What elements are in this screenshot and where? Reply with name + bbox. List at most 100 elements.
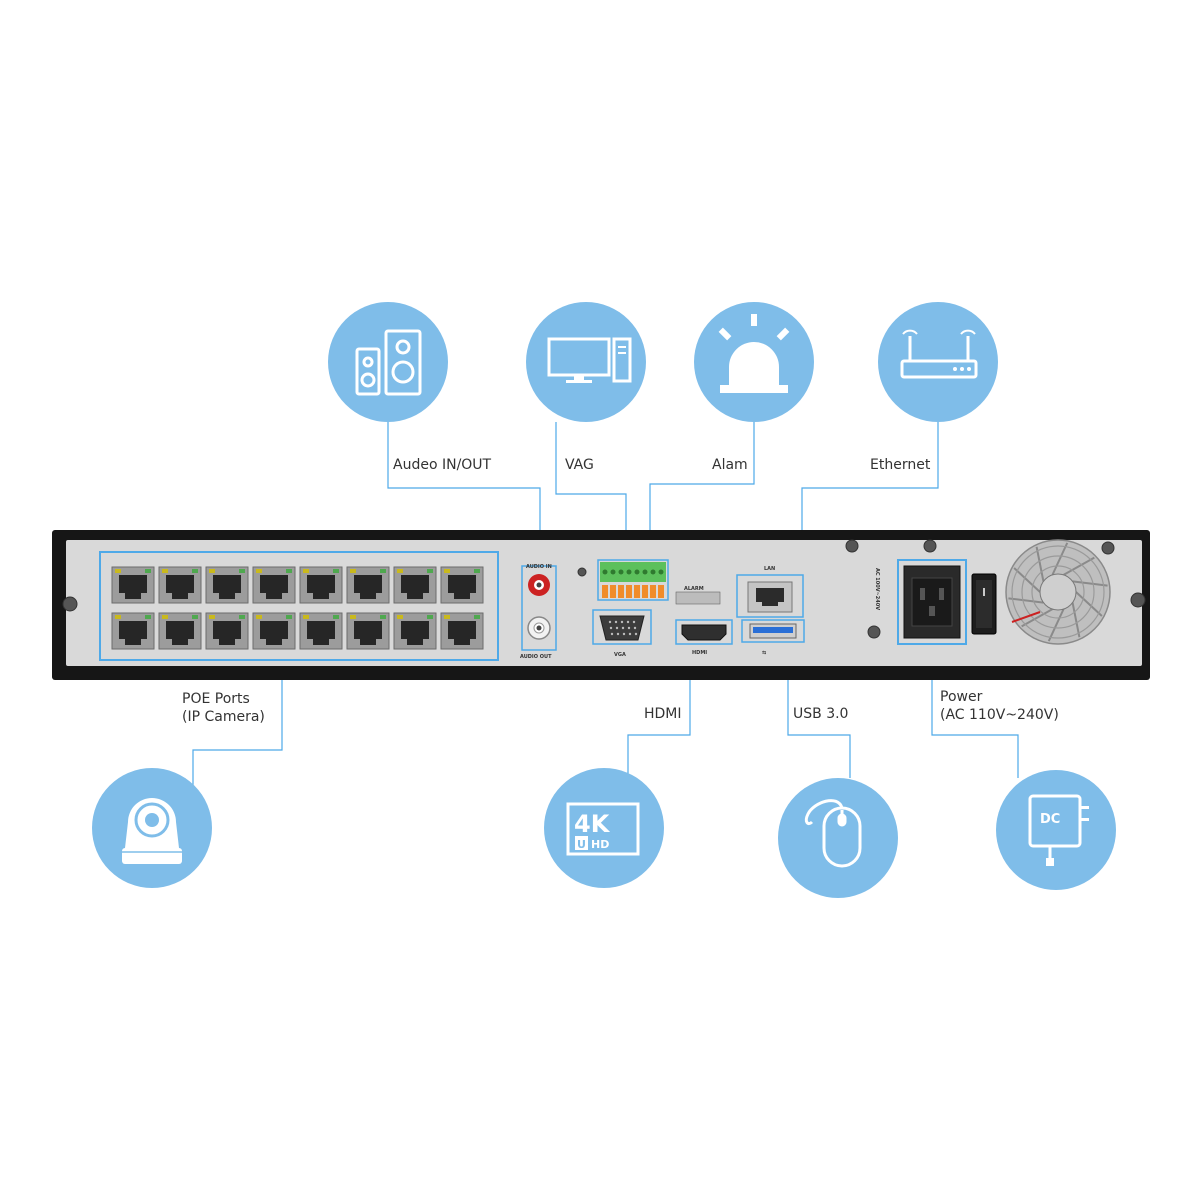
usb-symbol: ⇆ [762, 650, 766, 656]
line-power [931, 645, 1019, 778]
usb-circle [778, 778, 898, 898]
alarm-screw [610, 569, 616, 575]
dc-adapter-icon: DC [1028, 794, 1089, 866]
vga-screw-left [577, 567, 587, 577]
alarm-pin [602, 585, 608, 598]
fan-grille-bar [1075, 591, 1103, 617]
screw-top [845, 539, 859, 553]
alarm-screw [642, 569, 648, 575]
screw-fan [1101, 541, 1115, 555]
vga-pin [622, 632, 626, 636]
fan-grille-bar [1035, 546, 1045, 582]
poe-port-led [162, 569, 168, 573]
poe-port-led [397, 569, 403, 573]
ethernet-label: Ethernet [870, 457, 931, 473]
poe-port-led [115, 615, 121, 619]
line-audio [387, 422, 541, 568]
poe-label-line2: (IP Camera) [182, 709, 265, 725]
poe-port-led [256, 615, 262, 619]
alarm-terminal-green[interactable] [600, 562, 666, 582]
poe-port-socket [401, 621, 429, 645]
poe-ports [111, 566, 484, 650]
audio-label: Audeo IN/OUT [393, 457, 492, 473]
alarm-aux-block [675, 591, 721, 605]
router-icon [900, 329, 978, 379]
fan-grille-ring [1011, 545, 1105, 639]
audio-out-jack-hole [536, 625, 542, 631]
poe-port-socket [307, 575, 335, 599]
vga-port-box [592, 609, 652, 645]
fan-hub [1039, 573, 1077, 611]
poe-port-socket [260, 575, 288, 599]
alarm-pins [602, 569, 664, 598]
uhd-u-text: U [577, 838, 586, 851]
4k-uhd-icon: 4K U HD [566, 802, 640, 856]
poe-port-led [239, 615, 245, 619]
vga-pin [609, 626, 613, 630]
vga-callout: VAG [526, 302, 646, 473]
poe-port-socket [213, 621, 241, 645]
alarm-screw [602, 569, 608, 575]
poe-port-socket [448, 575, 476, 599]
vga-pin [614, 620, 618, 624]
poe-port-led [286, 615, 292, 619]
poe-port-led [444, 569, 450, 573]
poe-port-led [333, 569, 339, 573]
vga-pin [610, 632, 614, 636]
vga-pin [633, 626, 637, 630]
poe-port-block [99, 551, 499, 661]
hdmi-callout-label: HDMI [644, 706, 682, 722]
poe-port-led [256, 569, 262, 573]
power-pin-1 [920, 588, 925, 600]
poe-port-led [209, 615, 215, 619]
uhd-hd-text: HD [591, 838, 609, 851]
fan-grille-bar [1071, 602, 1081, 638]
vga-pin [634, 632, 638, 636]
line-usb [787, 642, 851, 778]
4k-text: 4K [574, 810, 611, 838]
poe-port-socket [166, 575, 194, 599]
poe-port-socket [448, 621, 476, 645]
poe-callout: POE Ports (IP Camera) [92, 691, 265, 888]
nvr-device: AUDIO IN AUDIO OUT ALARM VGA HDMI LAN ⇆ … [52, 530, 1150, 680]
power-switch-rocker [976, 580, 992, 628]
vga-pin [632, 620, 636, 624]
poe-port-led [145, 569, 151, 573]
poe-port-socket [213, 575, 241, 599]
poe-port-led [286, 569, 292, 573]
alarm-label: ALARM [684, 586, 704, 592]
fan-grille-bar [1051, 542, 1069, 576]
poe-port-led [474, 615, 480, 619]
hdmi-port[interactable] [681, 624, 727, 641]
vga-pin [621, 626, 625, 630]
poe-port-socket [401, 575, 429, 599]
power-socket-box [897, 559, 967, 645]
audio-out-label: AUDIO OUT [520, 654, 552, 660]
fan-grille [1008, 542, 1108, 642]
poe-port-led [380, 569, 386, 573]
monitor-pc-icon [547, 337, 632, 383]
audio-callout: Audeo IN/OUT [328, 302, 492, 473]
poe-port-led [303, 569, 309, 573]
screw-psu [923, 539, 937, 553]
audio-in-label: AUDIO IN [526, 564, 552, 570]
alarm-screw [634, 569, 640, 575]
lan-port-box [736, 574, 804, 618]
poe-port-led [115, 569, 121, 573]
alarm-screw [626, 569, 632, 575]
power-rating-label: AC 100V~240V [874, 568, 880, 610]
alarm-pin [626, 585, 632, 598]
poe-port-led [427, 569, 433, 573]
vga-pins [608, 620, 638, 636]
poe-port-led [303, 615, 309, 619]
lan-label: LAN [764, 566, 775, 572]
vga-label: VGA [614, 652, 626, 658]
poe-port-led [427, 615, 433, 619]
alarm-pin [650, 585, 656, 598]
lan-port-socket [756, 588, 784, 606]
hdmi-label: HDMI [692, 650, 707, 656]
dc-text: DC [1040, 812, 1060, 827]
ethernet-callout: Ethernet [870, 302, 998, 473]
alarm-pin [658, 585, 664, 598]
